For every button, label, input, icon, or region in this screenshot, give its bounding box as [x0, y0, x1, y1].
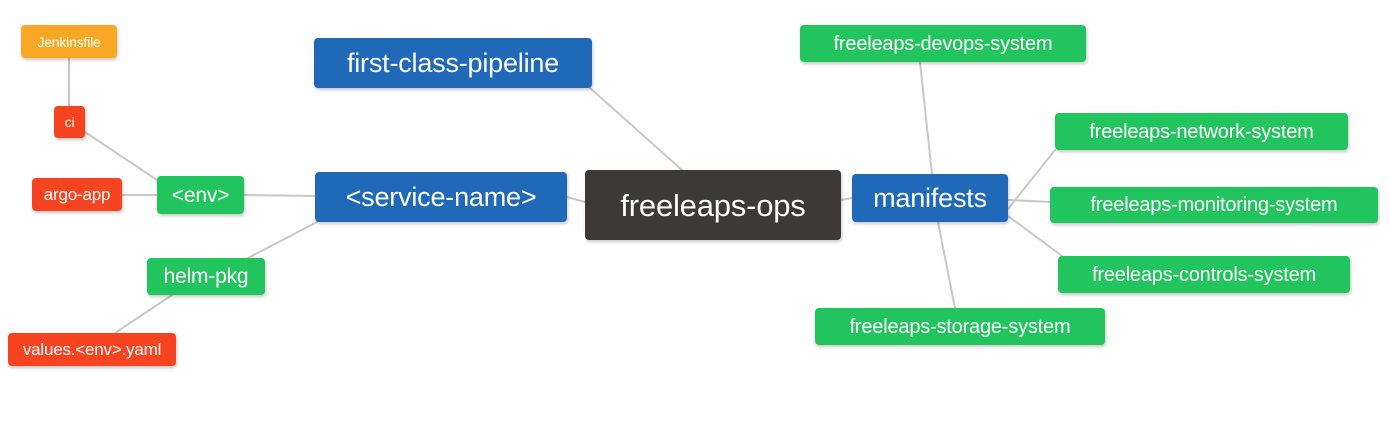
node-first-class-pipeline[interactable]: first-class-pipeline [314, 38, 592, 88]
edge-env-ci [84, 131, 161, 183]
node-values-env-yaml[interactable]: values.<env>.yaml [8, 333, 176, 366]
node-label-freeleaps-ops: freeleaps-ops [620, 187, 806, 223]
node-freeleaps-network-system[interactable]: freeleaps-network-system [1055, 113, 1348, 150]
node-freeleaps-ops[interactable]: freeleaps-ops [585, 170, 841, 240]
node-freeleaps-controls-system[interactable]: freeleaps-controls-system [1058, 256, 1350, 293]
node-env[interactable]: <env> [157, 176, 244, 214]
edge-manifests-storage [937, 221, 956, 309]
node-label-jenkinsfile: Jenkinsfile [37, 33, 101, 50]
node-manifests[interactable]: manifests [852, 174, 1008, 222]
node-label-env: <env> [171, 183, 230, 207]
node-label-ci: ci [64, 114, 75, 130]
edge-helm-pkg-values [114, 294, 173, 334]
node-label-service-name: <service-name> [345, 181, 537, 212]
node-service-name[interactable]: <service-name> [315, 172, 567, 222]
edge-manifests-network [1007, 149, 1056, 210]
node-label-helm-pkg: helm-pkg [163, 265, 249, 288]
node-label-freeleaps-controls-system: freeleaps-controls-system [1092, 263, 1316, 286]
node-label-freeleaps-storage-system: freeleaps-storage-system [849, 315, 1071, 338]
node-ci[interactable]: ci [54, 106, 85, 138]
edge-service-name-helm-pkg [247, 221, 318, 259]
edge-manifests-devops [919, 61, 933, 175]
edge-ops-service-name [566, 196, 586, 203]
node-label-manifests: manifests [873, 182, 987, 213]
node-label-freeleaps-devops-system: freeleaps-devops-system [833, 32, 1053, 55]
node-label-freeleaps-network-system: freeleaps-network-system [1089, 120, 1314, 143]
node-label-argo-app: argo-app [43, 185, 111, 204]
node-label-first-class-pipeline: first-class-pipeline [346, 47, 560, 78]
node-freeleaps-storage-system[interactable]: freeleaps-storage-system [815, 308, 1105, 345]
node-freeleaps-monitoring-system[interactable]: freeleaps-monitoring-system [1050, 187, 1378, 223]
edge-ops-first-class-pipeline [589, 87, 683, 171]
node-argo-app[interactable]: argo-app [32, 178, 122, 211]
edge-service-name-env [243, 194, 316, 197]
node-label-freeleaps-monitoring-system: freeleaps-monitoring-system [1090, 194, 1338, 216]
edge-ops-manifests [840, 197, 853, 201]
node-helm-pkg[interactable]: helm-pkg [147, 258, 265, 295]
edge-manifests-monitoring [1007, 199, 1051, 203]
node-label-values-env-yaml: values.<env>.yaml [22, 340, 162, 359]
node-jenkinsfile[interactable]: Jenkinsfile [21, 25, 117, 58]
node-freeleaps-devops-system[interactable]: freeleaps-devops-system [800, 25, 1086, 62]
